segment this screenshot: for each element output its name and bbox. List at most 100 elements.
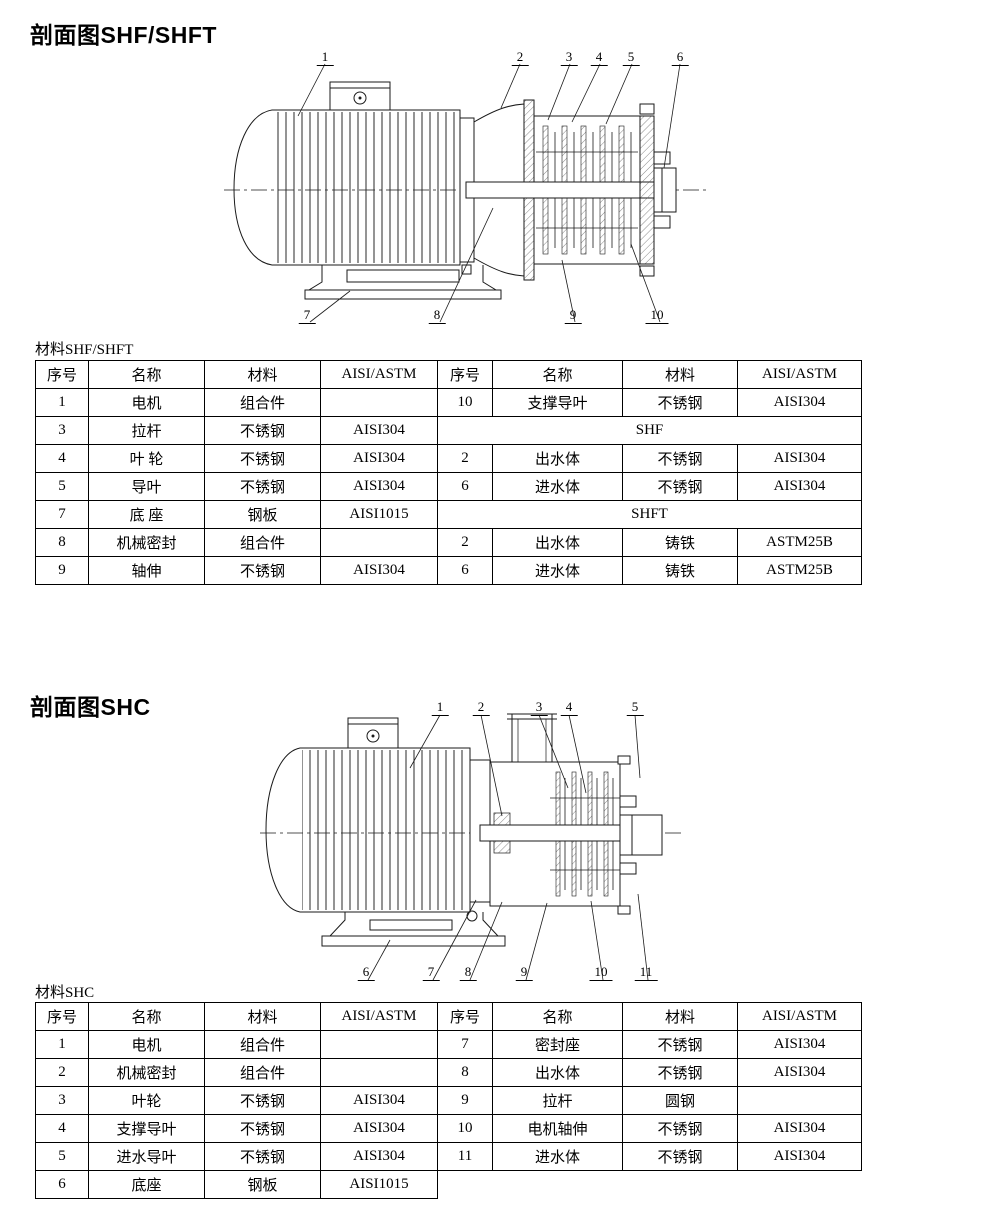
table-cell	[737, 1086, 862, 1115]
table-cell: 不锈钢	[204, 1086, 321, 1115]
callout: 1	[431, 699, 449, 717]
table-cell: 3	[35, 416, 89, 445]
column-header: 名称	[88, 1002, 205, 1031]
section-title-shf-shft: 剖面图SHF/SHFT	[30, 22, 217, 48]
table-cell: AISI304	[737, 1114, 862, 1143]
table-cell: 不锈钢	[622, 1030, 738, 1059]
table-cell: 叶轮	[88, 1086, 205, 1115]
table-cell: 不锈钢	[622, 444, 738, 473]
table-cell: 组合件	[204, 528, 321, 557]
table-cell: 不锈钢	[204, 556, 321, 585]
table-cell: 1	[35, 388, 89, 417]
column-header: 材料	[622, 1002, 738, 1031]
callout: 7	[422, 964, 440, 982]
table-cell: 3	[35, 1086, 89, 1115]
table-cell: 支撑导叶	[88, 1114, 205, 1143]
table-cell: 不锈钢	[622, 472, 738, 501]
table-cell: 11	[437, 1142, 493, 1171]
table-cell: 不锈钢	[204, 472, 321, 501]
table-cell: 6	[437, 472, 493, 501]
table-cell: 钢板	[204, 500, 321, 529]
table-cell: 2	[437, 444, 493, 473]
table-cell: 9	[35, 556, 89, 585]
column-header: AISI/ASTM	[320, 360, 438, 389]
table-cell: AISI1015	[320, 500, 438, 529]
table-cell: AISI304	[737, 444, 862, 473]
table-cell: 出水体	[492, 1058, 623, 1087]
table-cell: 电机轴伸	[492, 1114, 623, 1143]
table-cell: 底座	[88, 1170, 205, 1199]
table-cell: AISI304	[320, 1142, 438, 1171]
column-header: 材料	[204, 1002, 321, 1031]
table-cell: 密封座	[492, 1030, 623, 1059]
column-header: 材料	[204, 360, 321, 389]
table-cell: 不锈钢	[204, 1114, 321, 1143]
callout: 6	[671, 49, 689, 67]
callout: 3	[530, 699, 548, 717]
table-cell: 5	[35, 472, 89, 501]
table-cell: 圆钢	[622, 1086, 738, 1115]
column-header: 序号	[35, 360, 89, 389]
table-cell: 叶 轮	[88, 444, 205, 473]
table-cell: 10	[437, 388, 493, 417]
table-cell: ASTM25B	[737, 528, 862, 557]
column-header: 名称	[88, 360, 205, 389]
table-cell: AISI304	[737, 1030, 862, 1059]
table-cell: SHFT	[437, 500, 862, 529]
table-cell: 10	[437, 1114, 493, 1143]
table-cell: 导叶	[88, 472, 205, 501]
table-cell: 机械密封	[88, 528, 205, 557]
table-cell: ASTM25B	[737, 556, 862, 585]
callout: 2	[511, 49, 529, 67]
shf-shft-cross-section-drawing	[224, 63, 706, 323]
table-cell: 不锈钢	[204, 444, 321, 473]
table-cell: 6	[437, 556, 493, 585]
callout: 10	[645, 307, 669, 325]
table-cell: 不锈钢	[622, 388, 738, 417]
table-cell: 组合件	[204, 1058, 321, 1087]
table-cell: 不锈钢	[622, 1142, 738, 1171]
callout: 7	[298, 307, 316, 325]
column-header: AISI/ASTM	[737, 1002, 862, 1031]
table-cell: 进水导叶	[88, 1142, 205, 1171]
table-cell: 4	[35, 1114, 89, 1143]
table-cell: 支撑导叶	[492, 388, 623, 417]
table-cell: 出水体	[492, 528, 623, 557]
table-cell: 机械密封	[88, 1058, 205, 1087]
callout: 5	[622, 49, 640, 67]
callout: 8	[459, 964, 477, 982]
column-header: 序号	[35, 1002, 89, 1031]
table-cell: 出水体	[492, 444, 623, 473]
column-header: 序号	[437, 1002, 493, 1031]
table-cell: AISI304	[737, 388, 862, 417]
column-header: AISI/ASTM	[320, 1002, 438, 1031]
section-title-shc: 剖面图SHC	[30, 694, 151, 720]
table-cell: SHF	[437, 416, 862, 445]
table-cell: AISI1015	[320, 1170, 438, 1199]
table-cell: 6	[35, 1170, 89, 1199]
table-cell: 1	[35, 1030, 89, 1059]
table-cell: AISI304	[737, 472, 862, 501]
callout: 1	[316, 49, 334, 67]
column-header: 材料	[622, 360, 738, 389]
table-cell	[320, 1030, 438, 1059]
table-cell: 拉杆	[492, 1086, 623, 1115]
table-cell: 9	[437, 1086, 493, 1115]
table-cell: 铸铁	[622, 528, 738, 557]
callout: 2	[472, 699, 490, 717]
table-cell: 组合件	[204, 1030, 321, 1059]
table-cell: 进水体	[492, 472, 623, 501]
callout: 6	[357, 964, 375, 982]
table-cell: 8	[437, 1058, 493, 1087]
shc-cross-section-drawing	[260, 713, 685, 981]
